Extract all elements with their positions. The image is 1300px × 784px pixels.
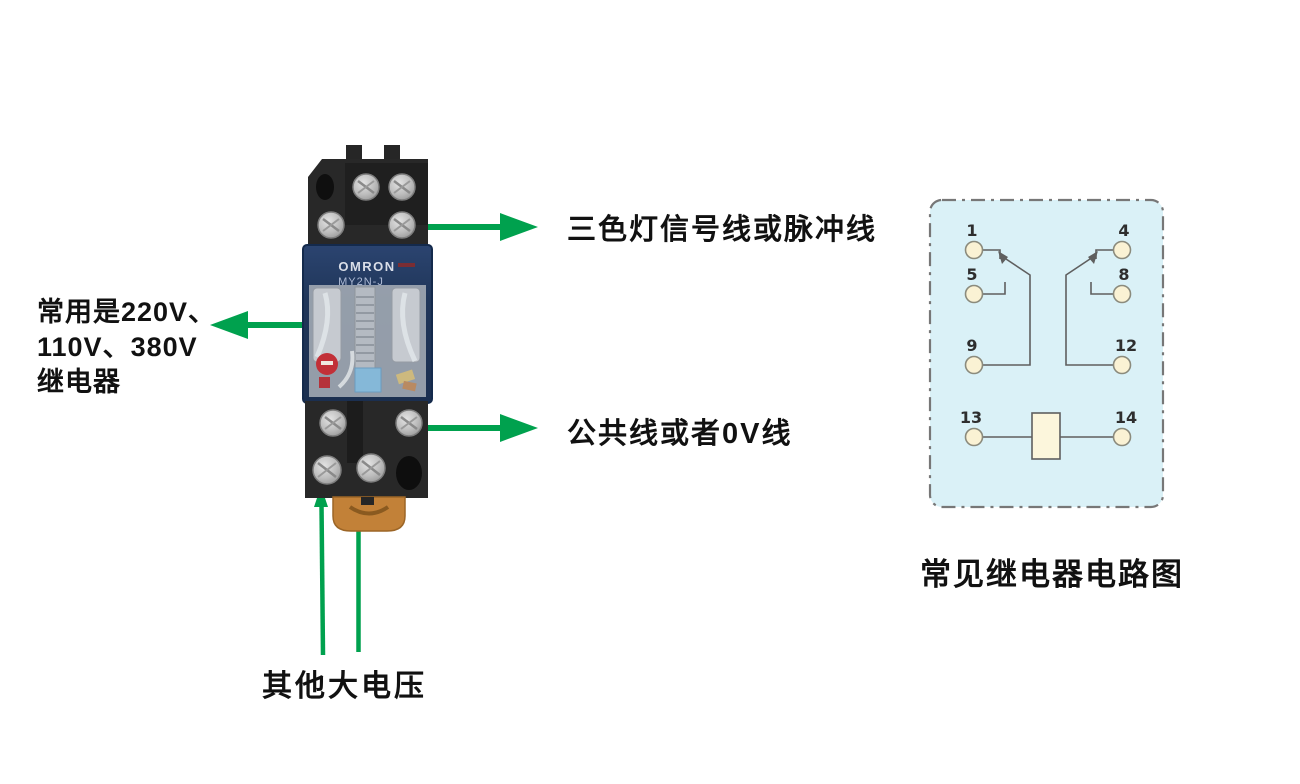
pin-1-terminal bbox=[964, 240, 984, 260]
screw-terminal-top-1 bbox=[352, 173, 380, 201]
relay-photo: OMRON MY2N-J bbox=[302, 145, 433, 532]
relay-model-text: MY2N-J bbox=[338, 276, 384, 288]
mounting-tab-right bbox=[384, 145, 400, 163]
pin-8-label: 8 bbox=[1118, 265, 1129, 284]
pin-4: 4 bbox=[1112, 221, 1132, 260]
pin-12-terminal bbox=[1112, 355, 1132, 375]
sticker-band bbox=[321, 361, 333, 365]
screw-terminal-bottom-2 bbox=[395, 409, 423, 437]
relay-wire-right bbox=[400, 292, 418, 363]
pin-9: 9 bbox=[964, 336, 984, 375]
switch-arm-arrow-left bbox=[998, 251, 1008, 264]
relay-wire-left bbox=[314, 292, 331, 358]
relay-wire-center bbox=[337, 350, 355, 389]
pin-12: 12 bbox=[1112, 336, 1137, 375]
pin-5: 5 bbox=[964, 265, 984, 304]
screw-terminal-bottom-4 bbox=[356, 453, 386, 483]
other-voltage-label: 其他大电压 bbox=[262, 670, 427, 703]
pin-13-label: 13 bbox=[960, 408, 982, 427]
circuit-diagram: 1 5 9 13 4 8 12 14 bbox=[928, 198, 1165, 509]
pin-5-label: 5 bbox=[966, 265, 977, 284]
screw-terminal-bottom-3 bbox=[312, 455, 342, 485]
omron-logo-text: OMRON bbox=[338, 259, 395, 274]
pin-1-label: 1 bbox=[966, 221, 977, 240]
coil-lamination-lines bbox=[356, 296, 374, 362]
test-button bbox=[354, 367, 382, 393]
screw-terminal-bottom-1 bbox=[319, 409, 347, 437]
screw-terminal-top-2 bbox=[388, 173, 416, 201]
pin-5-terminal bbox=[964, 284, 984, 304]
screw-terminal-top-3 bbox=[317, 211, 345, 239]
sticker-square bbox=[319, 377, 330, 388]
relay-voltage-label: 常用是220V、 110V、380V 继电器 bbox=[37, 295, 216, 400]
pin-4-terminal bbox=[1112, 240, 1132, 260]
coil-symbol bbox=[1031, 412, 1061, 460]
pin-14-terminal bbox=[1112, 427, 1132, 447]
pin-4-label: 4 bbox=[1118, 221, 1129, 240]
socket-bottom bbox=[305, 401, 428, 498]
pin-12-label: 12 bbox=[1115, 336, 1137, 355]
common-line-label: 公共线或者0V线 bbox=[567, 418, 793, 450]
relay-voltage-arrow-icon bbox=[210, 311, 303, 339]
pin-13: 13 bbox=[960, 408, 984, 447]
socket-slot-hole bbox=[316, 174, 334, 200]
pin-8-terminal bbox=[1112, 284, 1132, 304]
socket-top bbox=[308, 145, 428, 247]
pin-9-terminal bbox=[964, 355, 984, 375]
red-print-mark bbox=[398, 263, 415, 267]
pin-1: 1 bbox=[964, 221, 984, 260]
relay-body: OMRON MY2N-J bbox=[302, 244, 433, 404]
circuit-border bbox=[928, 198, 1165, 509]
pin-14-label: 14 bbox=[1115, 408, 1137, 427]
screw-terminal-top-4 bbox=[388, 211, 416, 239]
socket-hole bbox=[396, 456, 422, 490]
mounting-tab-left bbox=[346, 145, 362, 163]
relay-voltage-line-3: 继电器 bbox=[37, 367, 121, 397]
component-chip-2 bbox=[402, 380, 417, 392]
relay-coil-stack bbox=[354, 286, 376, 374]
circuit-caption: 常见继电器电路图 bbox=[920, 557, 1184, 592]
din-clip bbox=[332, 496, 406, 532]
relay-voltage-line-1: 常用是220V、 bbox=[37, 297, 217, 327]
relay-voltage-line-2: 110V、380V bbox=[37, 332, 198, 362]
pin-13-terminal bbox=[964, 427, 984, 447]
pin-9-label: 9 bbox=[966, 336, 977, 355]
pin-14: 14 bbox=[1112, 408, 1137, 447]
switch-arm-arrow-right bbox=[1088, 251, 1098, 264]
pin-8: 8 bbox=[1112, 265, 1132, 304]
component-chip-1 bbox=[395, 369, 416, 385]
signal-line-label: 三色灯信号线或脉冲线 bbox=[567, 214, 878, 246]
